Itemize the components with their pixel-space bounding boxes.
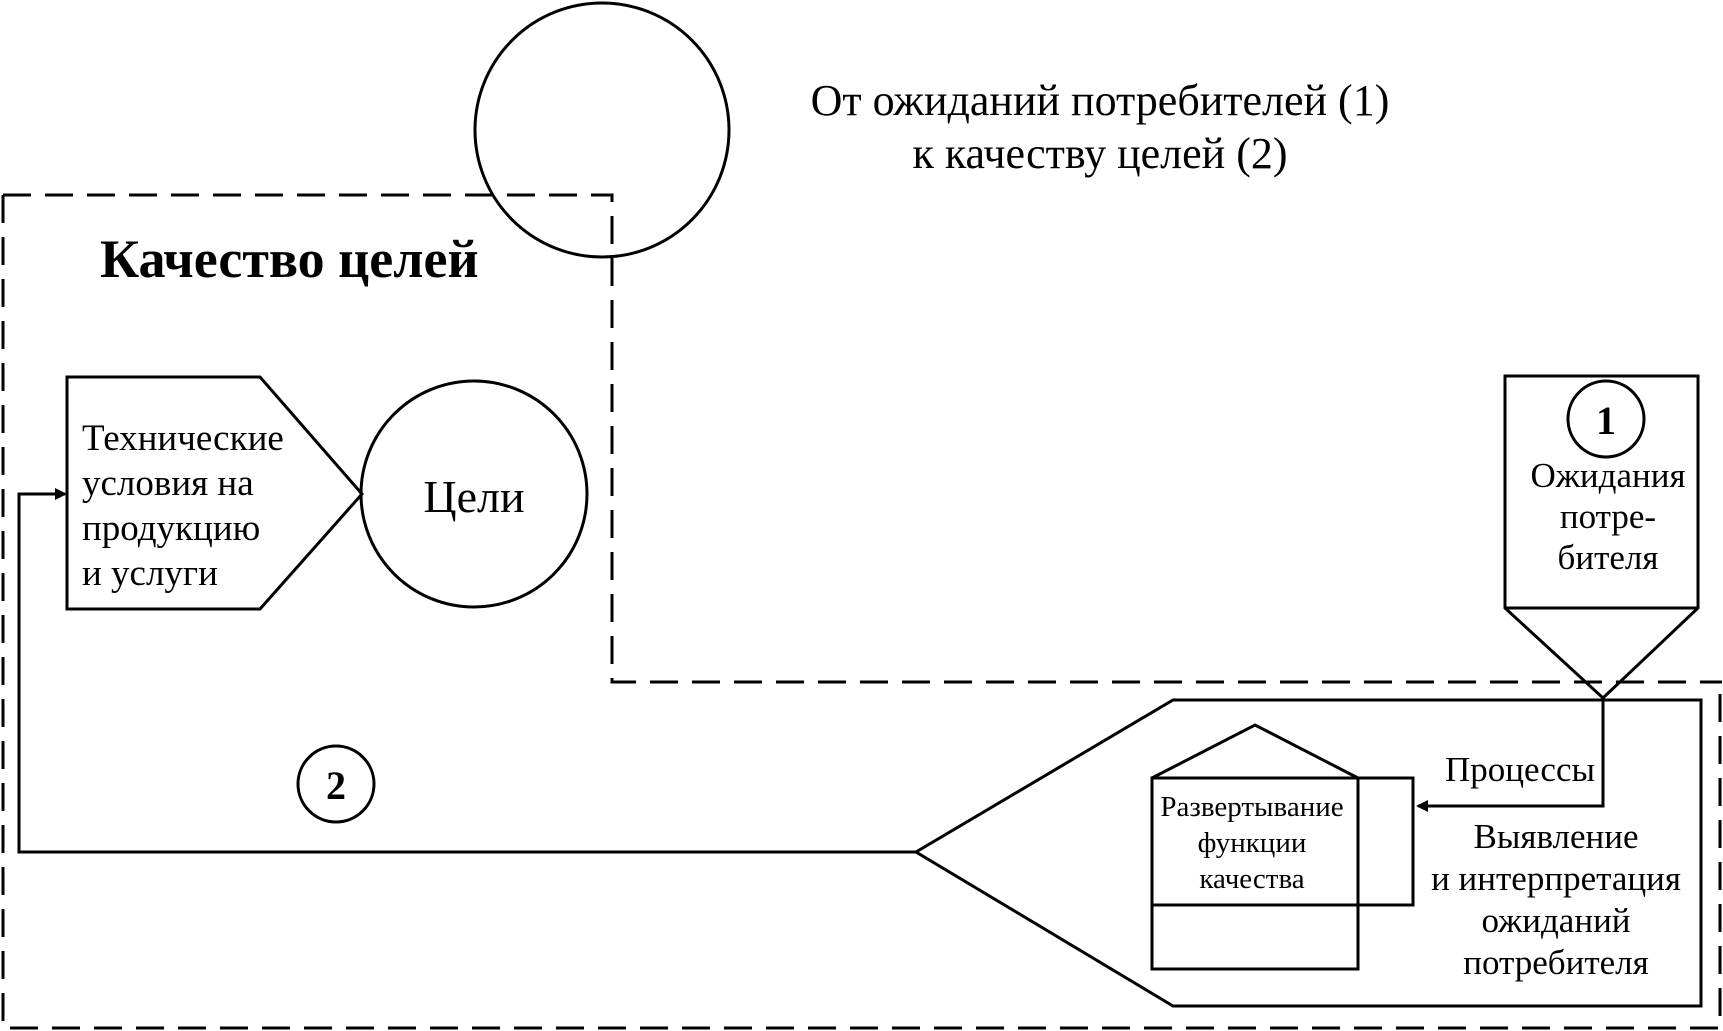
customer-expectations-shape — [1503, 374, 1700, 701]
top-circle — [473, 1, 731, 259]
processes-label: Процессы — [1445, 750, 1595, 789]
tech-spec-line-3: продукцию — [82, 508, 260, 549]
quality-goals-dashed-left-edge — [1, 195, 1722, 1030]
qfd-house-roof — [1151, 723, 1359, 780]
step2-number: 2 — [326, 763, 346, 808]
identification-line-3: ожиданий — [1481, 901, 1630, 940]
goals-circle — [359, 379, 589, 609]
quality-goals-title: Качество целей — [100, 229, 479, 289]
identification-line-2: и интерпретация — [1431, 859, 1681, 898]
identification-line-4: потребителя — [1463, 943, 1648, 982]
step1-number: 1 — [1596, 398, 1616, 443]
quality-goals-dashed-region — [3, 193, 1722, 684]
qfd-line-1: Развертывание — [1160, 791, 1343, 823]
step2-badge — [296, 744, 376, 824]
goals-label: Цели — [423, 471, 524, 522]
header-line-2: к качеству целей (2) — [912, 129, 1287, 178]
processes-arrow — [1416, 698, 1605, 812]
tech-spec-shape — [65, 375, 364, 611]
customer-expectations-line-1: Ожидания — [1530, 456, 1685, 495]
customer-expectations-line-2: потре- — [1560, 497, 1656, 536]
qfd-line-3: качества — [1199, 863, 1304, 895]
feedback-arrow — [17, 488, 916, 854]
step1-badge — [1566, 379, 1646, 459]
identification-process-shape — [913, 698, 1703, 1008]
qfd-line-2: функции — [1198, 827, 1307, 859]
header-line-1: От ожиданий потребителей (1) — [811, 76, 1390, 125]
tech-spec-line-2: условия на — [82, 463, 254, 504]
tech-spec-line-1: Технические — [82, 418, 284, 459]
customer-expectations-line-3: бителя — [1558, 538, 1659, 577]
qfd-side-box — [1356, 776, 1415, 907]
identification-line-1: Выявление — [1473, 817, 1638, 856]
tech-spec-line-4: и услуги — [82, 553, 218, 594]
